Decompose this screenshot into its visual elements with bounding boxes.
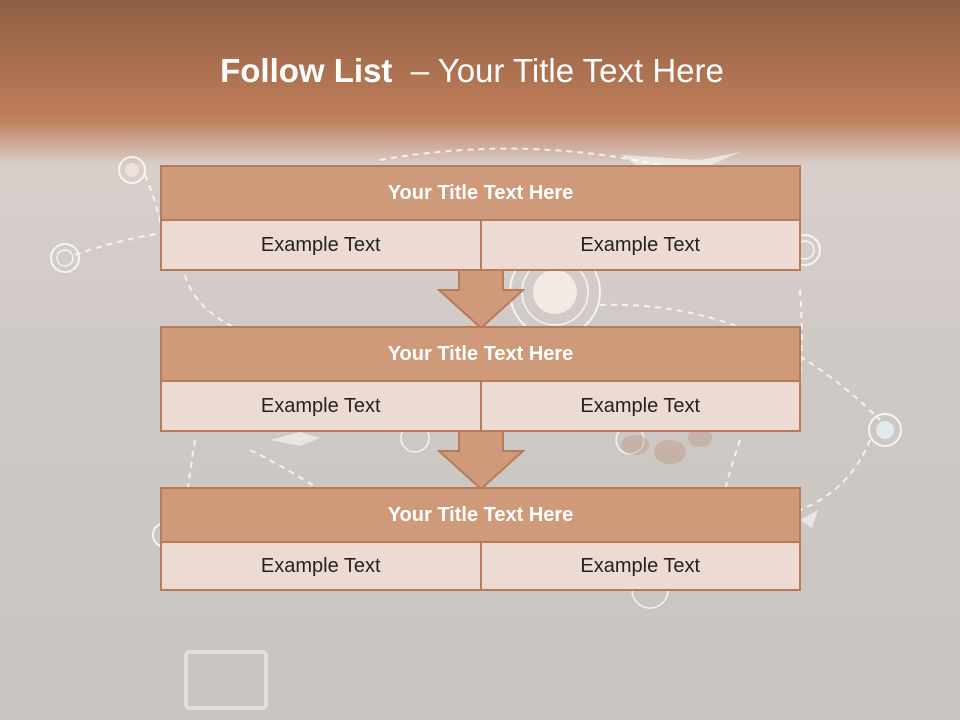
block-row: Example Text Example Text — [160, 543, 801, 591]
block-row: Example Text Example Text — [160, 221, 801, 271]
down-arrow-icon — [437, 431, 525, 491]
block-title: Your Title Text Here — [160, 165, 801, 221]
list-block-3: Your Title Text Here Example Text Exampl… — [160, 487, 801, 591]
block-cell-right: Example Text — [479, 382, 800, 430]
block-cell-left: Example Text — [260, 233, 381, 256]
slide-title-rest: – Your Title Text Here — [410, 52, 724, 89]
list-block-1: Your Title Text Here Example Text Exampl… — [160, 165, 801, 271]
block-row: Example Text Example Text — [160, 382, 801, 432]
slide-title-bold: Follow List — [220, 52, 393, 89]
block-title: Your Title Text Here — [160, 487, 801, 543]
block-title: Your Title Text Here — [160, 326, 801, 382]
block-cell-right: Example Text — [479, 543, 800, 589]
block-cell-left: Example Text — [260, 554, 381, 577]
block-cell-right: Example Text — [479, 221, 800, 269]
down-arrow-icon — [437, 270, 525, 330]
block-cell-left: Example Text — [260, 394, 381, 417]
slide-title: Follow List – Your Title Text Here — [0, 52, 944, 90]
list-block-2: Your Title Text Here Example Text Exampl… — [160, 326, 801, 432]
